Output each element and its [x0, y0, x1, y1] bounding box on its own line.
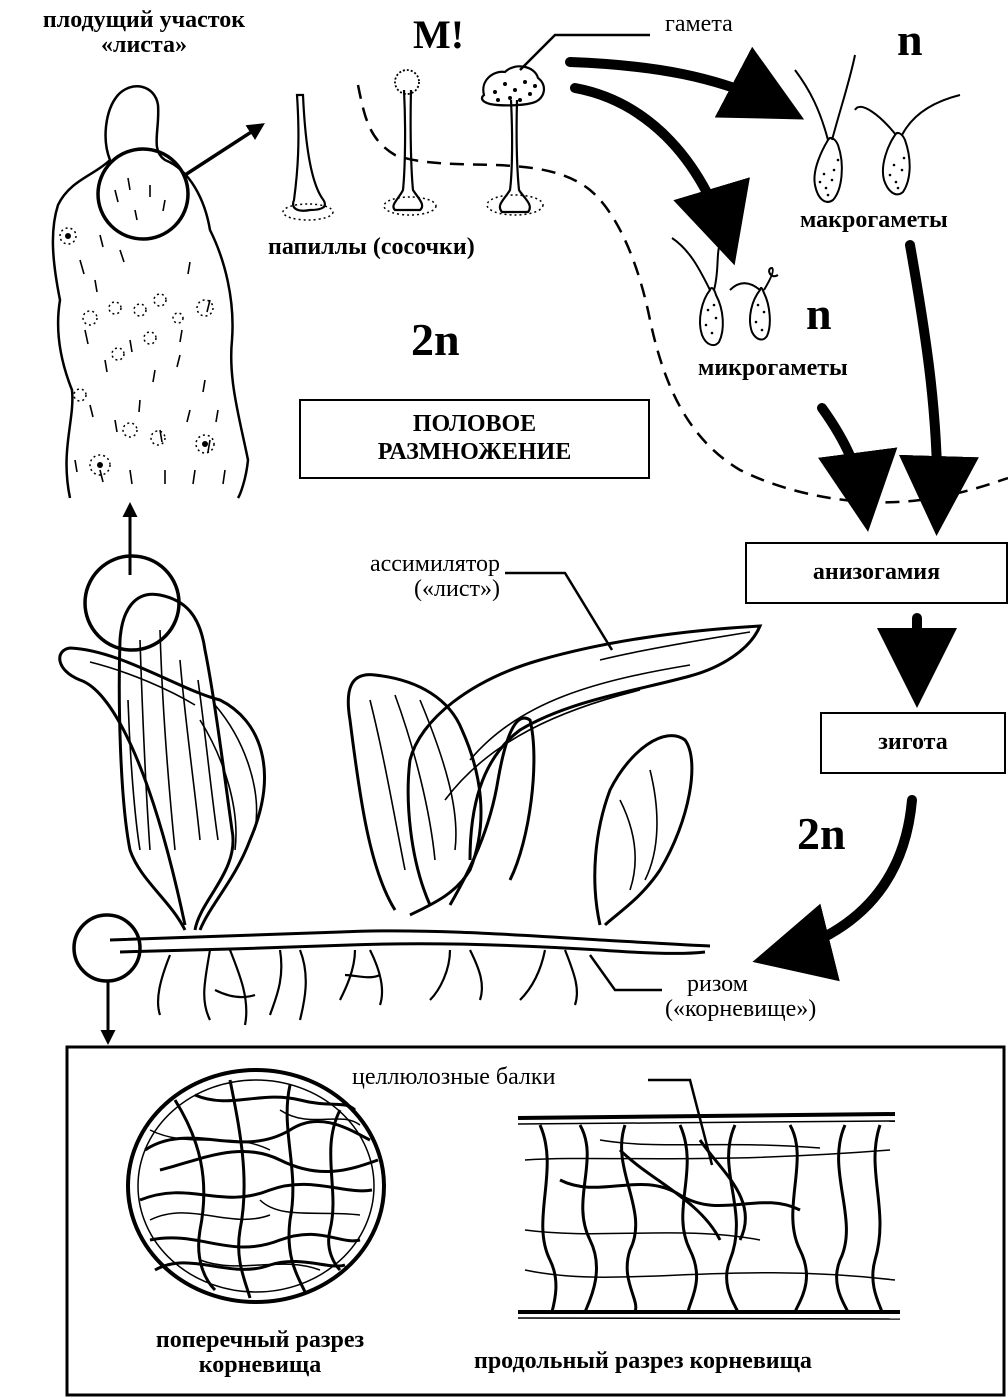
papillae-drawing [283, 66, 544, 220]
zoom-arrow-papillae [185, 125, 262, 175]
anisogamy-box: анизогамия [745, 542, 1008, 604]
microgametes-label: микрогаметы [698, 356, 848, 381]
rhizome-longitudinal-section [518, 1114, 900, 1319]
sexual-reproduction-box: ПОЛОВОЕ РАЗМНОЖЕНИЕ [299, 399, 650, 479]
rhizome-cross-section [128, 1070, 384, 1302]
ploidy-n-top: n [897, 16, 923, 64]
macrogamete-drawings [795, 55, 960, 202]
zoom-circle-rhizome [74, 915, 140, 981]
assimilator-pointer [505, 573, 612, 650]
life-cycle-arrows [570, 62, 937, 958]
ploidy-2n-bottom: 2n [797, 810, 846, 858]
rhizome-label: ризом («корневище») [665, 972, 816, 1022]
gamete-label: гамета [665, 12, 733, 37]
zygote-box: зигота [820, 712, 1006, 774]
rhizome-pointer [590, 955, 662, 990]
ploidy-2n-top: 2n [411, 316, 460, 364]
assimilator-label: ассимилятор («лист») [300, 552, 500, 602]
caulerpa-plant-drawing [60, 594, 760, 1025]
arrow-to-microgametes [575, 88, 730, 250]
macrogametes-label: макрогаметы [800, 208, 948, 233]
arrow-macrogametes-to-anisogamy [910, 245, 937, 520]
ploidy-n-mid: n [806, 290, 832, 338]
m-mark: М! [413, 14, 464, 56]
arrow-to-macrogametes [570, 62, 790, 112]
longitudinal-section-label: продольный разрез корневища [474, 1349, 812, 1374]
gamete-mass [493, 80, 537, 102]
macrogamete-stipple [819, 157, 906, 197]
papillae-label: папиллы (сосочки) [268, 235, 475, 260]
cellulose-beams-label: целлюлозные балки [352, 1065, 555, 1090]
fertile-leaf-drawing [53, 86, 248, 498]
cross-section-label: поперечный разрез корневища [100, 1328, 420, 1378]
fertile-part-label: плодущий участок «листа» [0, 8, 288, 58]
microgamete-stipple [705, 304, 766, 335]
